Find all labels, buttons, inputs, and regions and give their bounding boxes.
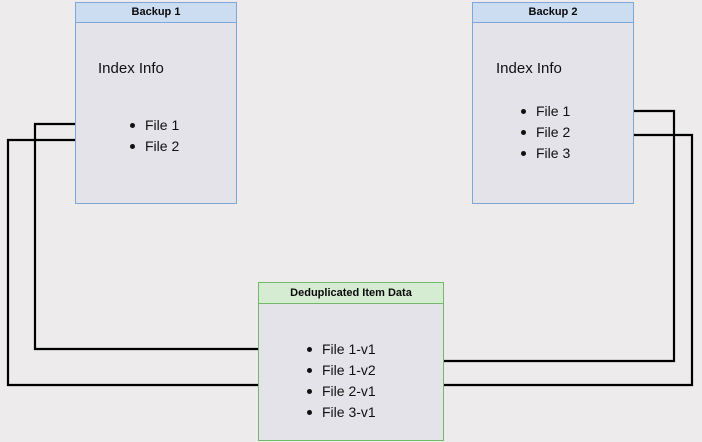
bullet-icon xyxy=(130,123,135,128)
dedup-item-2: File 1-v2 xyxy=(305,363,376,378)
bullet-icon xyxy=(130,144,135,149)
backup1-title: Backup 1 xyxy=(131,6,181,18)
backup2-section-label: Index Info xyxy=(496,60,562,77)
backup2-box xyxy=(472,22,634,204)
backup2-file-item-2: File 2 xyxy=(519,125,570,140)
dedup-item-3: File 2-v1 xyxy=(305,384,376,399)
backup2-file-item-3: File 3 xyxy=(519,146,570,161)
backup2-file-label-1: File 1 xyxy=(536,103,571,119)
dedup-item-label-4: File 3-v1 xyxy=(322,404,376,420)
bullet-icon xyxy=(307,368,312,373)
backup1-file-label-1: File 1 xyxy=(145,117,180,133)
backup1-file-label-2: File 2 xyxy=(145,138,180,154)
dedup-item-label-3: File 2-v1 xyxy=(322,383,376,399)
backup1-box xyxy=(75,22,237,204)
bullet-icon xyxy=(307,410,312,415)
dedup-header: Deduplicated Item Data xyxy=(258,282,444,304)
bullet-icon xyxy=(521,109,526,114)
bullet-icon xyxy=(521,130,526,135)
dedup-item-4: File 3-v1 xyxy=(305,405,376,420)
backup2-title: Backup 2 xyxy=(528,6,578,18)
bullet-icon xyxy=(307,389,312,394)
backup2-file-label-2: File 2 xyxy=(536,124,571,140)
backup1-section-label: Index Info xyxy=(98,60,164,77)
backup2-file-label-3: File 3 xyxy=(536,145,571,161)
dedup-item-1: File 1-v1 xyxy=(305,342,376,357)
dedup-item-label-1: File 1-v1 xyxy=(322,341,376,357)
backup2-header: Backup 2 xyxy=(472,2,634,23)
backup1-file-item-1: File 1 xyxy=(128,118,179,133)
backup1-file-list: File 1 File 2 xyxy=(128,118,179,154)
connector-backup2-file2-to-file2v1 xyxy=(395,133,694,389)
backup1-file-item-2: File 2 xyxy=(128,139,179,154)
bullet-icon xyxy=(521,151,526,156)
backup2-file-list: File 1 File 2 File 3 xyxy=(519,104,570,161)
dedup-item-label-2: File 1-v2 xyxy=(322,362,376,378)
bullet-icon xyxy=(307,347,312,352)
dedup-title: Deduplicated Item Data xyxy=(290,286,412,299)
dedup-item-list: File 1-v1 File 1-v2 File 2-v1 File 3-v1 xyxy=(305,342,376,420)
dedup-box xyxy=(258,303,444,441)
connector-backup1-file2-to-file2v1 xyxy=(6,138,301,389)
backup2-file-item-1: File 1 xyxy=(519,104,570,119)
backup1-header: Backup 1 xyxy=(75,2,237,23)
